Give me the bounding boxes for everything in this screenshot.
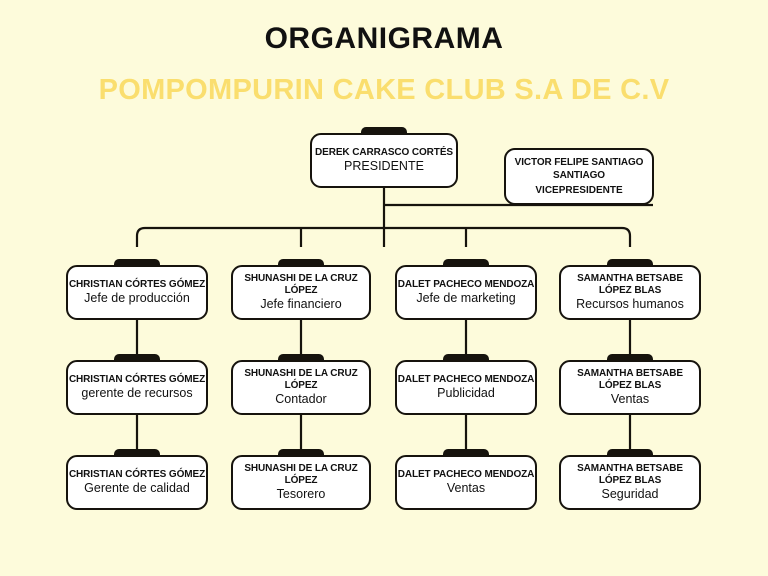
wire-department-bus (135, 226, 632, 247)
node-name-line1: SHUNASHI DE LA CRUZ (244, 272, 358, 284)
node-card: DALET PACHECO MENDOZA Ventas (395, 455, 537, 510)
node-card: CHRISTIAN CÓRTES GÓMEZ Jefe de producció… (66, 265, 208, 320)
page-subtitle: POMPOMPURIN CAKE CLUB S.A DE C.V (98, 74, 670, 106)
node-card: SHUNASHI DE LA CRUZ LÓPEZ Contador (231, 360, 371, 415)
node-col3-row2[interactable]: DALET PACHECO MENDOZA Publicidad (395, 354, 537, 415)
node-name-line1: SAMANTHA BETSABE (577, 367, 683, 379)
node-role: Recursos humanos (576, 297, 684, 312)
node-name-line2: LÓPEZ (284, 379, 318, 391)
node-card: DALET PACHECO MENDOZA Jefe de marketing (395, 265, 537, 320)
node-name-line1: SHUNASHI DE LA CRUZ (244, 462, 358, 474)
node-role: VICEPRESIDENTE (535, 184, 623, 196)
node-card: SHUNASHI DE LA CRUZ LÓPEZ Tesorero (231, 455, 371, 510)
node-card: SAMANTHA BETSABE LÓPEZ BLAS Ventas (559, 360, 701, 415)
node-name-line2: LÓPEZ (284, 474, 318, 486)
node-name-line2: LÓPEZ BLAS (598, 379, 662, 391)
node-name: DALET PACHECO MENDOZA (397, 373, 535, 385)
node-role: Jefe de producción (84, 291, 190, 306)
node-role: Jefe de marketing (416, 291, 516, 306)
node-card: CHRISTIAN CÓRTES GÓMEZ Gerente de calida… (66, 455, 208, 510)
node-role: PRESIDENTE (344, 159, 424, 174)
node-role: Ventas (446, 481, 486, 496)
node-col3-row1[interactable]: DALET PACHECO MENDOZA Jefe de marketing (395, 259, 537, 320)
node-col4-row3[interactable]: SAMANTHA BETSABE LÓPEZ BLAS Seguridad (559, 449, 701, 510)
node-name-line1: SHUNASHI DE LA CRUZ (244, 367, 358, 379)
node-card: DALET PACHECO MENDOZA Publicidad (395, 360, 537, 415)
node-name: DALET PACHECO MENDOZA (397, 278, 535, 290)
node-president[interactable]: DEREK CARRASCO CORTÉS PRESIDENTE (310, 127, 458, 188)
node-role: Contador (275, 392, 327, 407)
node-vicepresident[interactable]: VICTOR FELIPE SANTIAGO SANTIAGO VICEPRES… (504, 148, 654, 205)
node-card: SHUNASHI DE LA CRUZ LÓPEZ Jefe financier… (231, 265, 371, 320)
node-col1-row2[interactable]: CHRISTIAN CÓRTES GÓMEZ gerente de recurs… (66, 354, 208, 415)
node-role: Tesorero (276, 487, 326, 502)
node-col3-row3[interactable]: DALET PACHECO MENDOZA Ventas (395, 449, 537, 510)
node-card: VICTOR FELIPE SANTIAGO SANTIAGO VICEPRES… (504, 148, 654, 205)
node-col4-row1[interactable]: SAMANTHA BETSABE LÓPEZ BLAS Recursos hum… (559, 259, 701, 320)
node-role: Publicidad (437, 386, 495, 401)
node-card: SAMANTHA BETSABE LÓPEZ BLAS Seguridad (559, 455, 701, 510)
node-name: DALET PACHECO MENDOZA (397, 468, 535, 480)
node-role: Ventas (610, 392, 650, 407)
node-col1-row1[interactable]: CHRISTIAN CÓRTES GÓMEZ Jefe de producció… (66, 259, 208, 320)
page-title: ORGANIGRAMA (264, 22, 504, 55)
node-role: Jefe financiero (260, 297, 342, 312)
node-name: CHRISTIAN CÓRTES GÓMEZ (68, 278, 206, 290)
node-name-line2: SANTIAGO (553, 170, 605, 182)
node-col1-row3[interactable]: CHRISTIAN CÓRTES GÓMEZ Gerente de calida… (66, 449, 208, 510)
node-col2-row3[interactable]: SHUNASHI DE LA CRUZ LÓPEZ Tesorero (231, 449, 371, 510)
node-role: gerente de recursos (81, 386, 193, 401)
node-col2-row2[interactable]: SHUNASHI DE LA CRUZ LÓPEZ Contador (231, 354, 371, 415)
node-role: Gerente de calidad (84, 481, 190, 496)
node-name-line1: SAMANTHA BETSABE (577, 462, 683, 474)
node-col2-row1[interactable]: SHUNASHI DE LA CRUZ LÓPEZ Jefe financier… (231, 259, 371, 320)
node-role: Seguridad (601, 487, 659, 502)
node-name-line2: LÓPEZ BLAS (598, 474, 662, 486)
node-name: CHRISTIAN CÓRTES GÓMEZ (68, 468, 206, 480)
node-card: DEREK CARRASCO CORTÉS PRESIDENTE (310, 133, 458, 188)
node-col4-row2[interactable]: SAMANTHA BETSABE LÓPEZ BLAS Ventas (559, 354, 701, 415)
node-card: SAMANTHA BETSABE LÓPEZ BLAS Recursos hum… (559, 265, 701, 320)
node-name-line1: SAMANTHA BETSABE (577, 272, 683, 284)
node-card: CHRISTIAN CÓRTES GÓMEZ gerente de recurs… (66, 360, 208, 415)
node-name: CHRISTIAN CÓRTES GÓMEZ (68, 373, 206, 385)
node-name-line2: LÓPEZ BLAS (598, 284, 662, 296)
node-name-line1: VICTOR FELIPE SANTIAGO (514, 156, 644, 168)
node-name-line2: LÓPEZ (284, 284, 318, 296)
node-name: DEREK CARRASCO CORTÉS (315, 146, 453, 158)
